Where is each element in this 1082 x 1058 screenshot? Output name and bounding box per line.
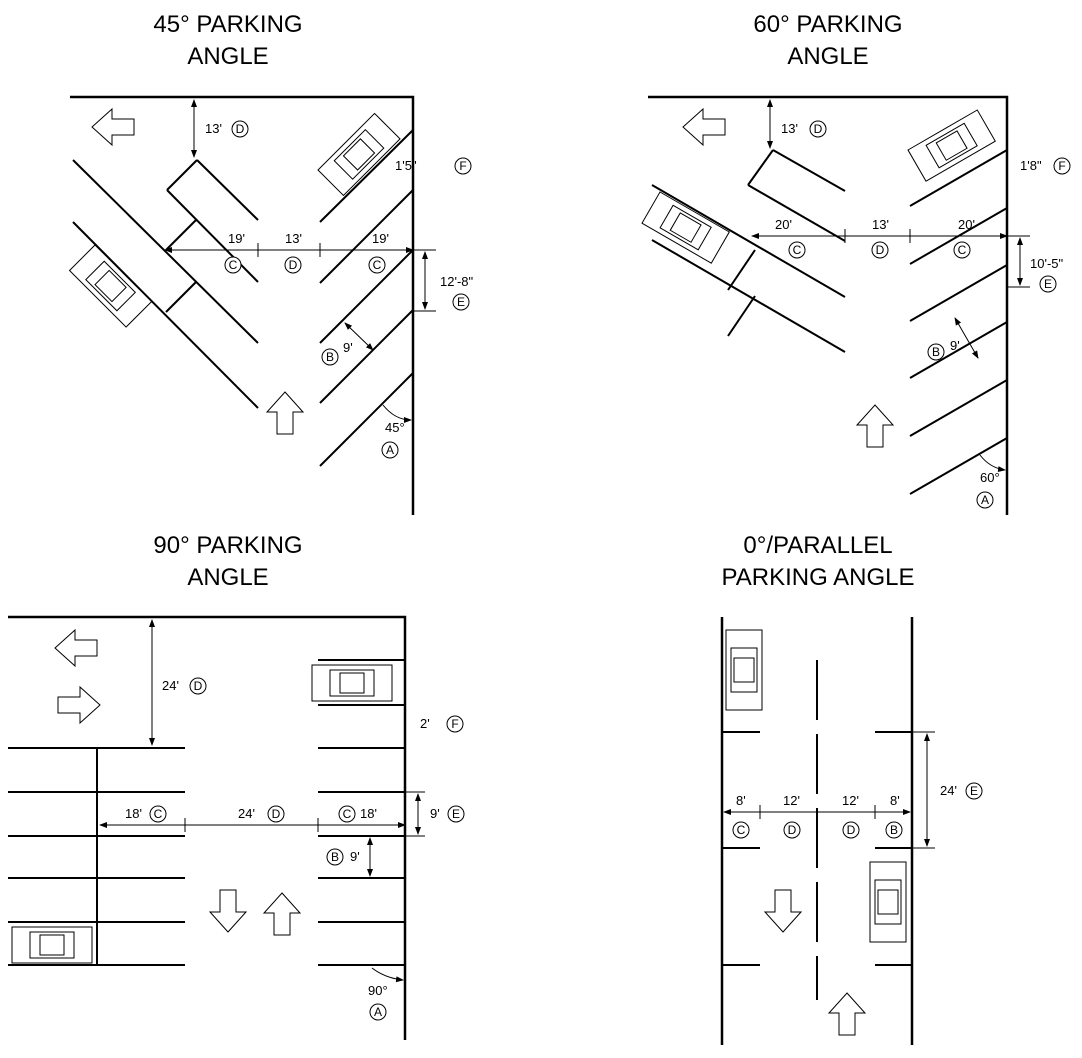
dimension-key: D	[272, 807, 281, 821]
dimension-key: E	[970, 784, 978, 798]
dimension-key: E	[457, 295, 465, 309]
dimension-label: 12'-8"	[440, 274, 474, 289]
curb-wall	[648, 95, 1009, 515]
truck-icon	[907, 109, 996, 182]
traffic-arrow-left-icon	[54, 629, 98, 667]
stall-lines	[651, 149, 1008, 495]
panel-parallel: 0°/PARALLEL PARKING ANGLE 8' C 12' D 12'…	[720, 532, 983, 1045]
dimension-key: C	[343, 807, 352, 821]
dimension-label: 18'	[360, 806, 377, 821]
curb-wall	[8, 615, 407, 1040]
dimension-key: C	[229, 258, 238, 272]
panel-45-degree: 45° PARKING ANGLE 13' D 1'5" F 19' C 13'…	[69, 11, 474, 515]
panel-title: ANGLE	[787, 43, 868, 70]
dimension-key: A	[374, 1005, 382, 1019]
dimension-key: D	[847, 823, 856, 837]
dimension-key: D	[236, 122, 245, 136]
dimension-key: D	[814, 122, 823, 136]
stall-lines	[722, 731, 912, 966]
car-icon	[869, 861, 907, 943]
dimension-label: 20'	[958, 217, 975, 232]
dimension-label: 13'	[872, 217, 889, 232]
dimension-label: 24'	[162, 678, 179, 693]
truck-icon	[11, 926, 93, 964]
dimension-key: C	[958, 243, 967, 257]
dimension-label: 9'	[430, 806, 440, 821]
dimension-label: 24'	[940, 783, 957, 798]
dimension-label: 10'-5"	[1030, 256, 1064, 271]
traffic-arrow-up-icon	[266, 391, 304, 435]
dimension-label: 13'	[781, 121, 798, 136]
traffic-arrow-up-icon	[856, 404, 894, 448]
dimension-key: C	[154, 807, 163, 821]
dimension-key: B	[326, 350, 334, 364]
stall-lines	[72, 129, 414, 467]
dimension-key: C	[737, 823, 746, 837]
dimension-key: B	[890, 823, 898, 837]
traffic-arrow-left-icon	[682, 108, 726, 146]
dimension-label: 19'	[372, 231, 389, 246]
traffic-arrow-down-icon	[209, 889, 247, 933]
dimension-label: 1'8"	[1020, 158, 1042, 173]
dimension-key: F	[451, 717, 458, 731]
truck-icon	[69, 244, 153, 328]
traffic-arrow-left-icon	[91, 108, 135, 146]
traffic-arrow-down-icon	[764, 889, 802, 933]
dimension-key: A	[386, 443, 394, 457]
dimension-label: 8'	[890, 793, 900, 808]
car-icon	[641, 191, 730, 264]
panel-title: 60° PARKING	[753, 11, 902, 38]
panel-title: PARKING ANGLE	[722, 564, 915, 591]
dimension-key: C	[793, 243, 802, 257]
panel-90-degree: 90° PARKING ANGLE 24' D 2' F 18' C 24' D…	[8, 532, 465, 1040]
stall-lines	[8, 659, 405, 966]
panel-title: 0°/PARALLEL	[743, 532, 892, 559]
dimension-key: D	[788, 823, 797, 837]
dimension-key: A	[981, 493, 989, 507]
traffic-arrow-up-icon	[828, 992, 866, 1036]
panel-title: 45° PARKING	[153, 11, 302, 38]
dimension-label: 13'	[205, 121, 222, 136]
dimension-label: 18'	[125, 806, 142, 821]
dimension-label: 24'	[238, 806, 255, 821]
dimension-key: B	[331, 850, 339, 864]
panel-title: ANGLE	[187, 43, 268, 70]
dimension-label: 20'	[775, 217, 792, 232]
dimension-label: 1'5"	[395, 158, 417, 173]
dimension-label: 9'	[343, 340, 353, 355]
truck-icon	[725, 629, 763, 711]
traffic-arrow-up-icon	[263, 892, 301, 936]
dimension-key: B	[932, 345, 940, 359]
dimension-key: D	[876, 243, 885, 257]
dimension-key: D	[194, 679, 203, 693]
dimension-label: 9'	[950, 338, 960, 353]
dimension-key: E	[1044, 277, 1052, 291]
dimension-label: 60°	[980, 470, 1000, 485]
curb-wall	[70, 95, 415, 515]
dimension-label: 45°	[385, 420, 405, 435]
dimension-label: 8'	[736, 793, 746, 808]
dimension-label: 2'	[420, 716, 430, 731]
car-icon	[311, 664, 393, 702]
panel-title: 90° PARKING	[153, 532, 302, 559]
dimension-label: 90°	[368, 983, 388, 998]
traffic-arrow-right-icon	[57, 686, 101, 724]
dimension-key: D	[289, 258, 298, 272]
panel-title: ANGLE	[187, 564, 268, 591]
dimension-key: F	[1058, 159, 1065, 173]
dimension-label: 12'	[783, 793, 800, 808]
dimension-key: E	[452, 807, 460, 821]
dimension-key: F	[459, 159, 466, 173]
panel-60-degree: 60° PARKING ANGLE 13' D 1'8" F 20' C 13'…	[641, 11, 1071, 515]
dimension-key: C	[373, 258, 382, 272]
dimension-label: 13'	[285, 231, 302, 246]
dimension-label: 9'	[350, 849, 360, 864]
dimension-label: 19'	[228, 231, 245, 246]
dimension-label: 12'	[842, 793, 859, 808]
